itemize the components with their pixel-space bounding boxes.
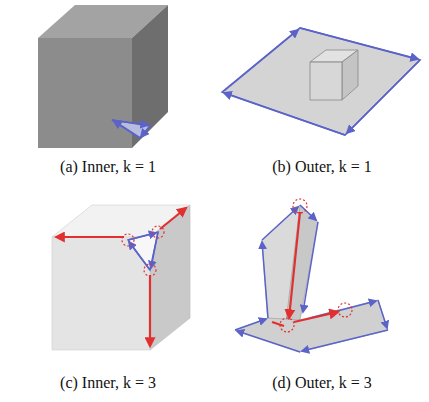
dark-cube — [38, 5, 168, 148]
folded-surface — [235, 199, 388, 352]
subfigure-caption: (a) Inner, k = 1 — [60, 157, 156, 176]
subfigure-caption: (b) Outer, k = 1 — [272, 157, 371, 176]
light-cube — [52, 205, 190, 350]
plane-with-cube — [222, 28, 420, 135]
subfigure-caption: (c) Inner, k = 3 — [60, 373, 156, 392]
subfigure-caption: (d) Outer, k = 3 — [272, 373, 371, 392]
